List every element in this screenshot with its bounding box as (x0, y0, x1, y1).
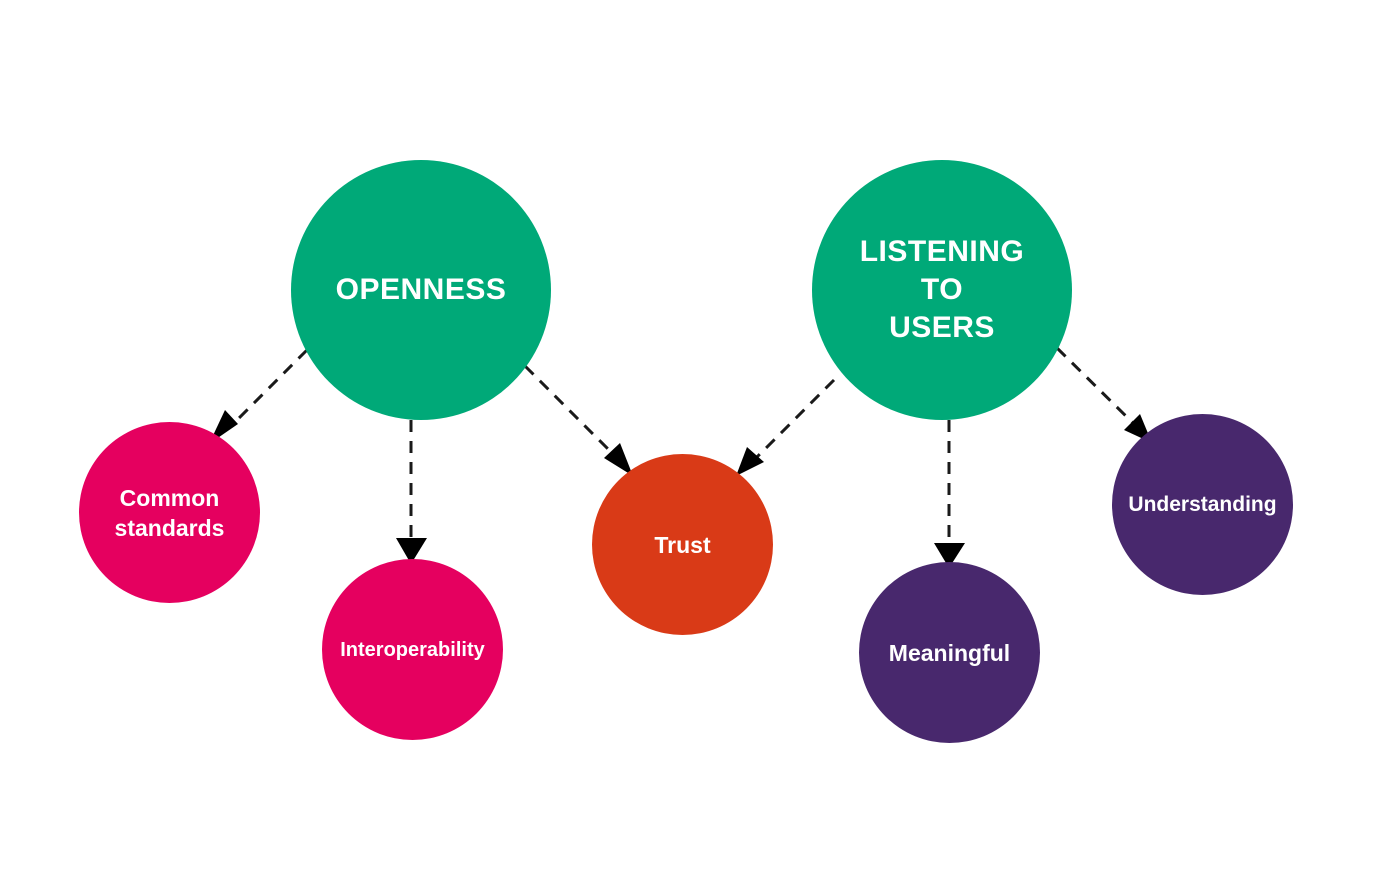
node-openness: OPENNESS (291, 160, 551, 420)
node-understanding: Understanding (1112, 414, 1293, 595)
arrow-listening-to-meaningful (934, 420, 965, 568)
node-meaningful-label: Meaningful (888, 639, 1011, 666)
arrow-openness-to-common-standards (209, 348, 309, 444)
node-trust-label: Trust (654, 531, 711, 558)
arrow-listening-to-trust (736, 378, 836, 476)
node-meaningful: Meaningful (859, 562, 1040, 743)
node-interoperability: Interoperability (322, 559, 503, 740)
node-common-standards: Common standards (79, 422, 260, 603)
node-common-standards-label: Common standards (114, 484, 225, 541)
node-openness-label: OPENNESS (335, 273, 507, 306)
node-trust: Trust (592, 454, 773, 635)
node-understanding-label: Understanding (1128, 492, 1277, 516)
node-listening-to-users: LISTENING TO USERS (812, 160, 1072, 420)
arrow-openness-to-trust (523, 364, 633, 476)
arrow-listening-to-understanding (1055, 346, 1152, 443)
node-interoperability-label: Interoperability (340, 638, 485, 661)
node-listening-to-users-label: LISTENING TO USERS (859, 235, 1025, 344)
arrow-openness-to-interoperability (396, 420, 427, 564)
